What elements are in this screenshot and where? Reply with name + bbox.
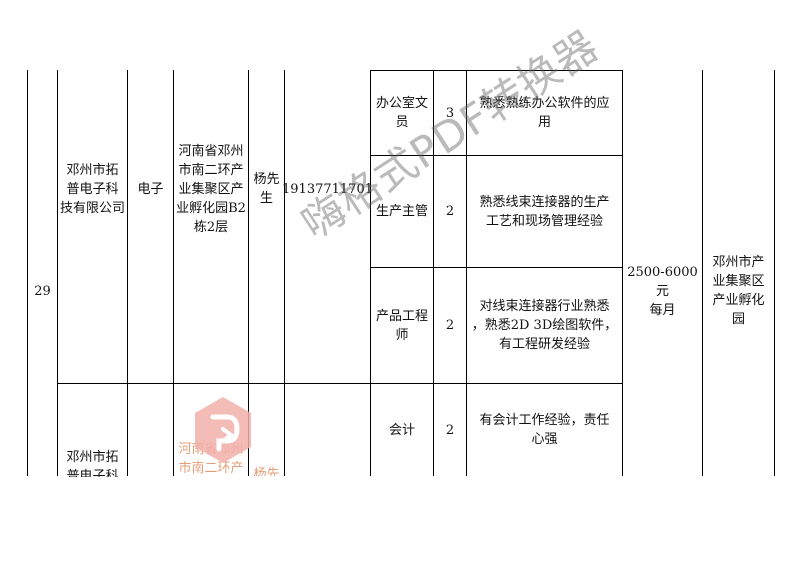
phone-number: 19137711701 xyxy=(282,181,373,197)
position-count: 2 xyxy=(445,422,455,438)
contact-person: 杨先 生 xyxy=(253,172,280,206)
position-count: 2 xyxy=(445,204,455,219)
position-requirement: 熟悉熟练办公软件的应 用 xyxy=(479,96,610,130)
position-requirement: 对线束连接器行业熟悉 ，熟悉2D 3D绘图软件， 有工程研发经验 xyxy=(471,299,618,352)
company-name: 邓州市拓 普电子科 技有限公司 xyxy=(59,162,125,216)
position-count: 2 xyxy=(445,318,455,333)
work-place: 邓州市产 业集聚区 产业孵化 园 xyxy=(712,255,765,327)
watermark-logo-icon xyxy=(195,397,251,463)
position-requirement: 有会计工作经验，责任 心强 xyxy=(479,413,610,447)
position-title: 会计 xyxy=(388,422,415,438)
next-contact: 杨先 xyxy=(253,467,280,476)
position-title: 办公室文 员 xyxy=(375,96,428,130)
row-number: 29 xyxy=(34,283,51,299)
salary: 2500-6000元 每月 xyxy=(627,264,698,318)
position-title: 产品工程 师 xyxy=(375,308,428,343)
position-title: 生产主管 xyxy=(375,204,428,219)
address: 河南省邓州 市南二环产 业集聚区产 业孵化园B2 栋2层 xyxy=(176,143,246,235)
page-bottom-margin xyxy=(0,477,800,575)
position-count: 3 xyxy=(445,105,455,121)
position-requirement: 熟悉线束连接器的生产 工艺和现场管理经验 xyxy=(479,194,610,229)
industry: 电子 xyxy=(137,181,164,197)
